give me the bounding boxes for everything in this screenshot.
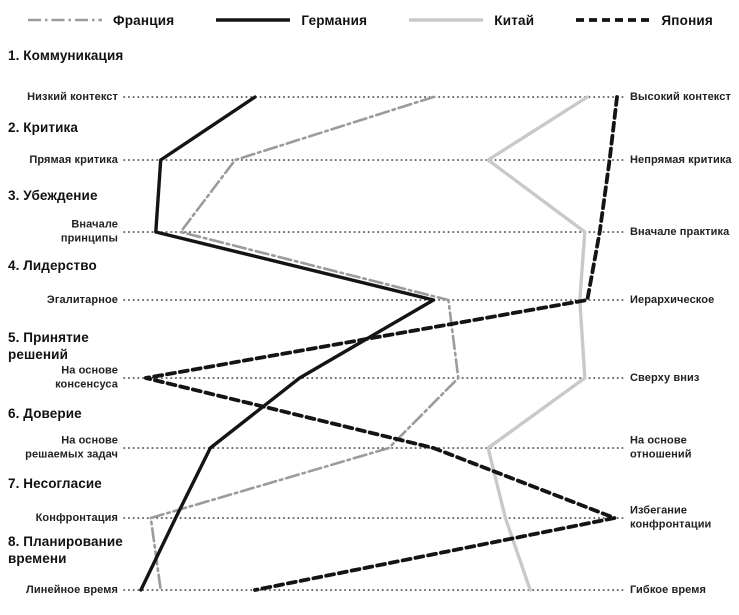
scale-left-label-3: Вначале принципы bbox=[60, 218, 118, 245]
dimension-title-2: 2. Критика bbox=[8, 120, 78, 135]
scale-left-label-4: Эгалитарное bbox=[46, 293, 118, 306]
scale-left-label-7: Конфронтация bbox=[35, 511, 118, 524]
legend-item-china: Китай bbox=[407, 13, 534, 28]
dimension-title-5: 5. Принятие решений bbox=[8, 330, 89, 362]
legend-item-germany: Германия bbox=[214, 13, 367, 28]
scale-left-label-6: На основе решаемых задач bbox=[25, 434, 118, 461]
scale-left-label-1: Низкий контекст bbox=[27, 90, 118, 103]
series-line-france bbox=[149, 95, 460, 592]
series-line-china bbox=[486, 95, 589, 592]
dimension-title-3: 3. Убеждение bbox=[8, 188, 98, 203]
legend-label-france: Франция bbox=[113, 12, 175, 28]
legend-line-sample-france bbox=[28, 18, 102, 22]
scale-right-label-6: На основе отношений bbox=[630, 434, 692, 461]
legend-line-sample-germany bbox=[216, 18, 291, 22]
scale-right-label-3: Вначале практика bbox=[630, 225, 730, 238]
dimension-title-7: 7. Несогласие bbox=[8, 476, 102, 491]
legend-label-china: Китай bbox=[494, 12, 535, 28]
scale-left-label-2: Прямая критика bbox=[29, 153, 118, 166]
legend: Франция Германия Китай Япония bbox=[0, 8, 739, 32]
series-line-germany bbox=[139, 95, 436, 592]
legend-item-japan: Япония bbox=[574, 13, 713, 28]
scale-right-label-8: Гибкое время bbox=[630, 583, 706, 596]
scale-left-label-8: Линейное время bbox=[26, 583, 118, 596]
legend-line-sample-japan bbox=[576, 18, 651, 22]
scale-left-label-5: На основе консенсуса bbox=[55, 364, 118, 391]
scale-right-label-4: Иерархическое bbox=[630, 293, 715, 306]
dimension-title-8: 8. Планирование времени bbox=[8, 534, 123, 566]
dimension-title-6: 6. Доверие bbox=[8, 406, 82, 421]
legend-line-sample-china bbox=[409, 18, 484, 22]
series-line-japan bbox=[143, 95, 619, 592]
scale-right-label-7: Избегание конфронтации bbox=[630, 504, 712, 531]
scale-right-label-1: Высокий контекст bbox=[630, 90, 731, 103]
legend-label-germany: Германия bbox=[301, 12, 368, 28]
legend-label-japan: Япония bbox=[661, 12, 713, 28]
dimension-title-1: 1. Коммуникация bbox=[8, 48, 124, 63]
dimension-title-4: 4. Лидерство bbox=[8, 258, 97, 273]
scale-right-label-5: Сверху вниз bbox=[630, 371, 700, 384]
legend-item-france: Франция bbox=[26, 13, 174, 28]
scale-right-label-2: Непрямая критика bbox=[630, 153, 732, 166]
